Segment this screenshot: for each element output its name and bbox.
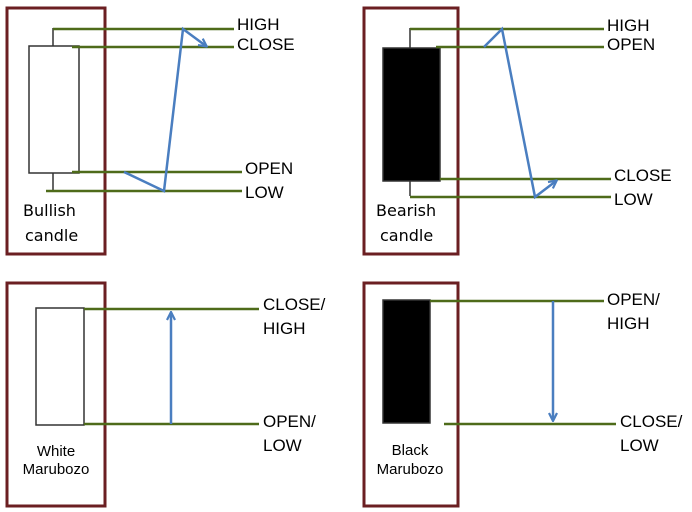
black-marubozo-top-label-line2: HIGH <box>607 314 650 333</box>
panel-bullish-candle: HIGH CLOSE OPEN LOW Bullish candle <box>5 6 295 256</box>
black-marubozo-bottom-label-line1: CLOSE/ <box>620 412 683 431</box>
bullish-price-path <box>123 26 206 193</box>
panel-black-marubozo: OPEN/ HIGH CLOSE/ LOW Black Marubozo <box>362 281 683 508</box>
bearish-candle-body <box>382 47 441 182</box>
bearish-caption-line2: candle <box>380 226 433 245</box>
panel-white-marubozo: CLOSE/ HIGH OPEN/ LOW White Marubozo <box>5 281 326 508</box>
bearish-low-label: LOW <box>614 190 653 209</box>
bullish-caption-line1: Bullish <box>23 201 76 220</box>
white-marubozo-bottom-label-line1: OPEN/ <box>263 412 316 431</box>
white-marubozo-top-label-line1: CLOSE/ <box>263 295 326 314</box>
black-marubozo-caption-line1: Black <box>392 442 429 459</box>
bearish-high-label: HIGH <box>607 16 650 35</box>
black-marubozo-bottom-label-line2: LOW <box>620 436 659 455</box>
bullish-caption-line2: candle <box>25 226 78 245</box>
bearish-price-path <box>483 26 556 200</box>
bullish-candle-body <box>28 45 80 174</box>
bullish-high-label: HIGH <box>237 15 280 34</box>
bearish-close-label: CLOSE <box>614 166 672 185</box>
panel-bearish-candle: HIGH OPEN CLOSE LOW Bearish candle <box>362 6 672 256</box>
bullish-low-label: LOW <box>245 183 284 202</box>
bullish-close-label: CLOSE <box>237 35 295 54</box>
bearish-caption-line1: Bearish <box>376 201 436 220</box>
black-marubozo-caption-line2: Marubozo <box>377 461 444 478</box>
black-marubozo-top-label-line1: OPEN/ <box>607 290 660 309</box>
bearish-open-label: OPEN <box>607 35 655 54</box>
white-marubozo-top-label-line2: HIGH <box>263 319 306 338</box>
white-marubozo-caption-line2: Marubozo <box>23 461 90 478</box>
bullish-open-label: OPEN <box>245 159 293 178</box>
white-marubozo-bottom-label-line2: LOW <box>263 436 302 455</box>
black-marubozo-body <box>382 299 431 424</box>
white-marubozo-caption-line1: White <box>37 443 75 460</box>
white-marubozo-body <box>35 307 85 426</box>
